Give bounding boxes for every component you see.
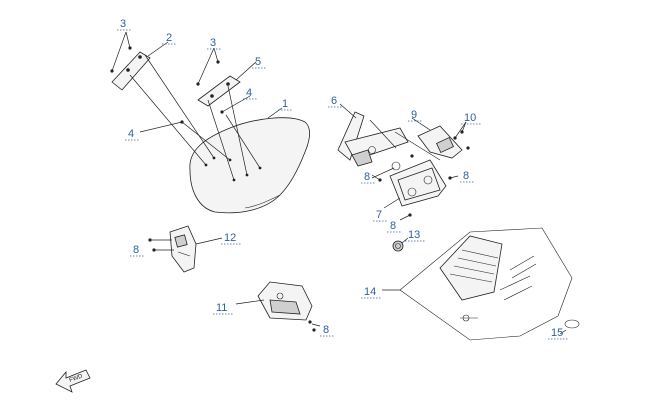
switch-unit-part[interactable] — [148, 225, 223, 273]
callout-part-8-a[interactable]: 8 — [364, 171, 370, 183]
callout-part-6[interactable]: 6 — [331, 95, 337, 107]
callout-part-11[interactable]: 11 — [216, 302, 227, 314]
mount-bracket-part[interactable] — [337, 111, 447, 207]
callout-part-2[interactable]: 2 — [166, 32, 172, 44]
toolkit-assembly-part[interactable] — [382, 227, 573, 341]
callout-part-7[interactable]: 7 — [376, 209, 382, 221]
callout-part-4-right[interactable]: 4 — [246, 87, 252, 99]
callout-part-13[interactable]: 13 — [408, 229, 420, 241]
control-box-part[interactable] — [235, 281, 321, 332]
callout-part-5[interactable]: 5 — [255, 56, 261, 68]
callout-part-1[interactable]: 1 — [282, 98, 288, 110]
callout-part-12[interactable]: 12 — [224, 232, 236, 244]
callout-part-3-left[interactable]: 3 — [120, 18, 126, 30]
callout-part-8-e[interactable]: 8 — [323, 324, 329, 336]
o-ring-part[interactable] — [559, 319, 580, 335]
callout-part-8-b[interactable]: 8 — [463, 170, 469, 182]
knob-part[interactable] — [392, 237, 409, 252]
callout-part-9[interactable]: 9 — [411, 109, 417, 121]
windshield-part[interactable] — [189, 117, 310, 214]
bracket-left-part[interactable] — [111, 51, 151, 91]
bracket-right-part[interactable] — [197, 75, 241, 107]
leader-lines-right — [339, 103, 467, 221]
callout-part-8-c[interactable]: 8 — [390, 220, 396, 232]
callout-part-3-right[interactable]: 3 — [210, 37, 216, 49]
clamp-part[interactable] — [417, 125, 470, 159]
fwd-direction-arrow: FWD — [55, 369, 91, 393]
leader-lines-left — [111, 31, 283, 181]
callout-part-8-d[interactable]: 8 — [133, 244, 139, 256]
callout-part-14[interactable]: 14 — [364, 286, 376, 298]
callout-part-15[interactable]: 15 — [551, 327, 563, 339]
callout-part-10[interactable]: 10 — [464, 112, 476, 124]
callout-labels: 1 2 3 3 4 4 5 6 7 8 8 8 8 8 9 10 11 — [117, 18, 568, 340]
callout-part-4-left[interactable]: 4 — [128, 128, 134, 140]
fwd-label: FWD — [69, 373, 85, 384]
